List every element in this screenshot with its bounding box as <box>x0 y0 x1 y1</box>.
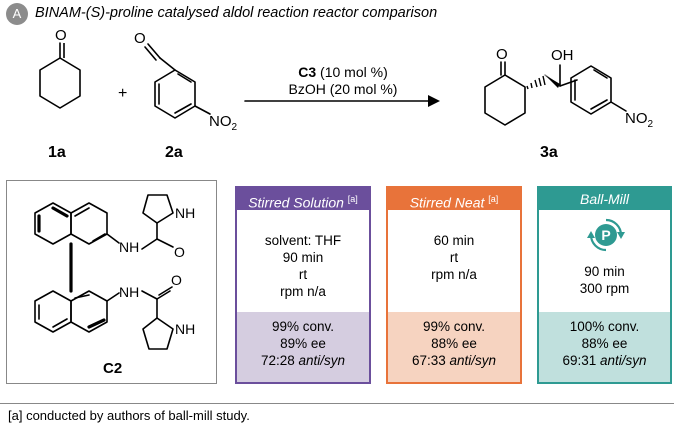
compound-label-1a: 1a <box>48 144 66 161</box>
plus-sign: + <box>118 85 127 102</box>
panel-stirred-solution: Stirred Solution [a] solvent: THF 90 min… <box>235 186 371 384</box>
panel-results: 99% conv. 89% ee 72:28 anti/syn <box>237 312 369 382</box>
compound-label-2a: 2a <box>165 144 183 161</box>
panel-ball-mill: Ball-Mill P 90 min 300 rpm 100% conv. 88… <box>537 186 672 384</box>
panel-results: 99% conv. 88% ee 67:33 anti/syn <box>388 312 520 382</box>
cyclohexanone-structure <box>39 42 81 109</box>
ball-mill-icon: P <box>587 218 625 252</box>
catalyst-structure: NH NH NH NH O O C2 <box>34 194 195 377</box>
compound-label-3a: 3a <box>540 144 558 161</box>
product-oxygen: O <box>496 46 508 63</box>
panel-stirred-neat: Stirred Neat [a] 60 min rt rpm n/a 99% c… <box>386 186 522 384</box>
condition-catalyst: C3 (10 mol %) <box>298 64 387 80</box>
panel-title: Ball-Mill <box>539 188 670 210</box>
nitro-label-product: NO2 <box>625 110 654 130</box>
catalyst-nh-lower-ring: NH <box>175 321 195 337</box>
hydroxyl-label: OH <box>551 47 574 64</box>
reaction-scheme: O O O OH NO2 NO2 + 1a 2a 3a C3 (10 mol %… <box>39 27 654 161</box>
figure-title: BINAM-(S)-proline catalysed aldol reacti… <box>35 5 438 21</box>
panel-title: Stirred Neat [a] <box>388 188 520 211</box>
footnote-divider <box>0 403 674 404</box>
panel-conditions: 60 min rt rpm n/a <box>431 233 477 282</box>
panel-conditions: solvent: THF 90 min rt rpm n/a <box>264 233 342 299</box>
catalyst-o-upper: O <box>174 244 185 260</box>
footnote: [a] conducted by authors of ball-mill st… <box>8 408 250 423</box>
svg-text:P: P <box>601 227 610 243</box>
product-structure <box>484 61 627 126</box>
panel-title: Stirred Solution [a] <box>237 188 369 211</box>
panel-conditions: 90 min 300 rpm <box>579 264 630 296</box>
catalyst-label: C2 <box>103 360 122 377</box>
condition-additive: BzOH (20 mol %) <box>289 81 398 97</box>
catalyst-nh-upper-ring: NH <box>175 205 195 221</box>
aldehyde-oxygen: O <box>134 30 146 47</box>
catalyst-o-lower: O <box>171 272 182 288</box>
cyclohexanone-oxygen: O <box>55 27 67 44</box>
panel-results: 100% conv. 88% ee 69:31 anti/syn <box>539 312 670 382</box>
catalyst-nh-upper-amide: NH <box>119 239 139 255</box>
section-badge: A <box>6 3 28 25</box>
catalyst-nh-lower-amide: NH <box>119 284 139 300</box>
catalyst-panel: NH NH NH NH O O C2 <box>6 180 217 384</box>
nitrobenzaldehyde-structure <box>144 43 211 119</box>
nitro-label-reactant: NO2 <box>209 113 238 133</box>
